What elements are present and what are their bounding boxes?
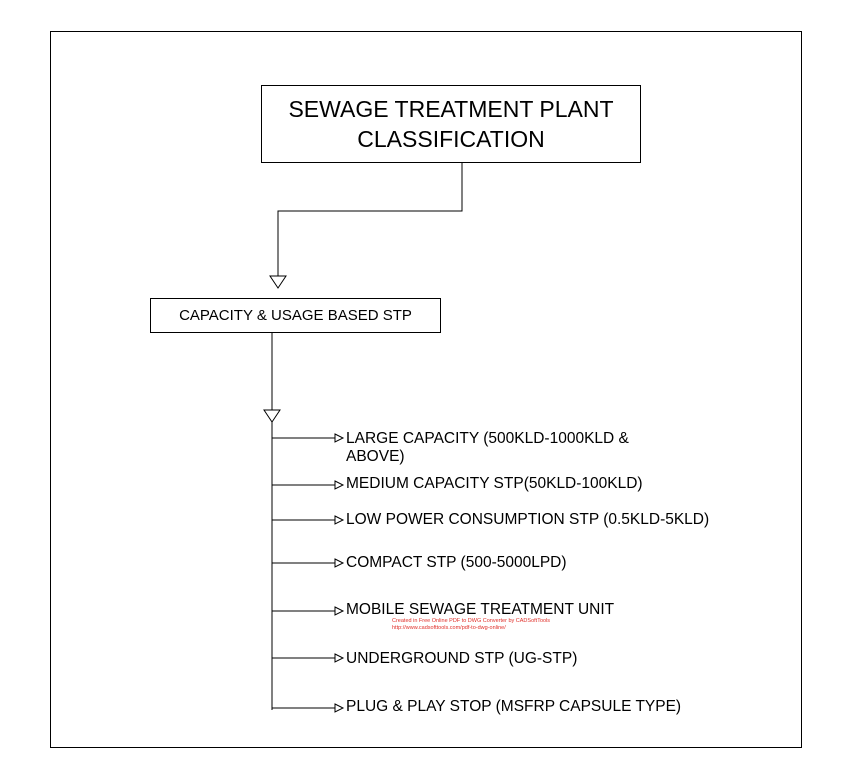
title-line-1: SEWAGE TREATMENT PLANT (288, 96, 614, 122)
title-line-2: CLASSIFICATION (357, 126, 545, 152)
capacity-usage-box: CAPACITY & USAGE BASED STP (150, 298, 441, 333)
connector-title-to-capacity (277, 163, 463, 276)
branch-1 (272, 480, 345, 490)
capacity-usage-label: CAPACITY & USAGE BASED STP (179, 307, 412, 324)
branch-0 (272, 433, 345, 443)
drawing-frame (50, 31, 802, 748)
item-large-capacity: LARGE CAPACITY (500KLD-1000KLD & ABOVE) (346, 430, 629, 466)
branch-6 (272, 703, 345, 713)
item-underground: UNDERGROUND STP (UG-STP) (346, 650, 578, 667)
item-medium-capacity: MEDIUM CAPACITY STP(50KLD-100KLD) (346, 475, 643, 492)
item-compact: COMPACT STP (500-5000LPD) (346, 554, 567, 571)
item-large-capacity-line-2: ABOVE) (346, 448, 405, 465)
branch-5 (272, 653, 345, 663)
item-low-power: LOW POWER CONSUMPTION STP (0.5KLD-5KLD) (346, 511, 710, 528)
watermark-line-1: Created in Free Online PDF to DWG Conver… (392, 618, 551, 624)
watermark-line-2: http://www.cadsofttools.com/pdf-to-dwg-o… (392, 625, 506, 631)
item-mobile: MOBILE SEWAGE TREATMENT UNIT (346, 601, 615, 618)
arrow-triangle-trunk (263, 409, 281, 423)
branch-2 (272, 515, 345, 525)
branch-3 (272, 558, 345, 568)
arrow-triangle-capacity (269, 275, 287, 289)
item-large-capacity-line-1: LARGE CAPACITY (500KLD-1000KLD & (346, 430, 629, 447)
title-box: SEWAGE TREATMENT PLANT CLASSIFICATION (261, 85, 641, 163)
branch-4 (272, 606, 345, 616)
item-plug-play: PLUG & PLAY STOP (MSFRP CAPSULE TYPE) (346, 698, 682, 715)
